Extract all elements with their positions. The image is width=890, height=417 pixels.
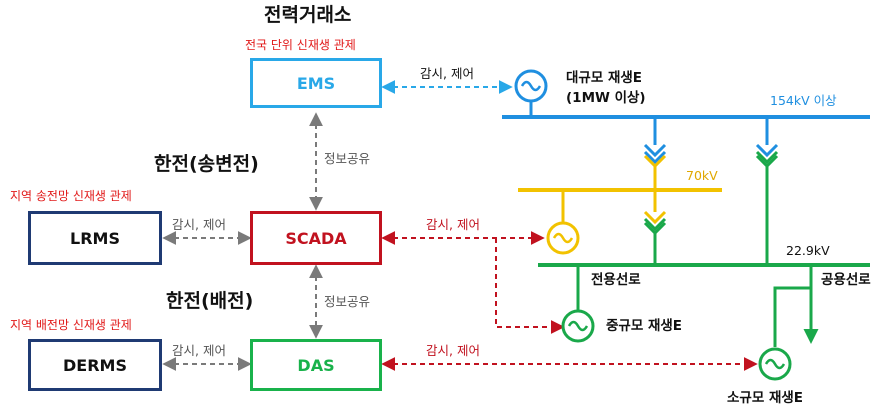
dedicated-line-label: 전용선로 (591, 272, 641, 288)
voltage-70kv-label: 70kV (686, 168, 718, 183)
ems-monitor-label: 감시, 제어 (420, 66, 474, 81)
scada-box: SCADA (250, 211, 382, 265)
large-gen-label-line2: (1MW 이상) (566, 90, 646, 106)
lrms-monitor-label: 감시, 제어 (172, 217, 226, 232)
info-share-label-bottom: 정보공유 (324, 294, 371, 309)
small-gen-icon (758, 347, 792, 381)
scada-monitor-label: 감시, 제어 (426, 217, 480, 232)
role-national: 전국 단위 신재생 관제 (245, 38, 356, 52)
transformer-154-22-top (755, 143, 779, 158)
voltage-22kv-label: 22.9kV (786, 243, 830, 258)
transformer-154-70-top (643, 143, 667, 158)
large-gen-label-line1: 대규모 재생E (566, 70, 643, 86)
mid-gen-icon (561, 309, 595, 343)
role-regional-transmission: 지역 송전망 신재생 관제 (10, 189, 132, 203)
transformer-70-22-mid (643, 217, 667, 232)
heading-kepco-transmission: 한전(송변전) (154, 153, 259, 175)
monitor-arrow-scada-mid-gen (495, 238, 565, 334)
transformer-70-22-top (643, 210, 667, 225)
voltage-154kv-label: 154kV 이상 (770, 93, 837, 108)
heading-power-exchange: 전력거래소 (264, 4, 352, 26)
das-monitor-label: 감시, 제어 (426, 343, 480, 358)
info-share-label-top: 정보공유 (324, 151, 371, 166)
shared-line-label: 공용선로 (821, 272, 871, 288)
small-gen-label: 소규모 재생E (727, 390, 804, 406)
das-box: DAS (250, 339, 382, 391)
transformer-154-22-mid (755, 150, 779, 165)
mid-gen-label: 중규모 재생E (606, 318, 683, 334)
ems-box: EMS (250, 58, 382, 108)
role-regional-distribution: 지역 배전망 신재생 관제 (10, 318, 132, 332)
derms-monitor-label: 감시, 제어 (172, 343, 226, 358)
derms-box: DERMS (28, 339, 162, 391)
large-gen-icon (514, 69, 548, 103)
lrms-box: LRMS (28, 211, 162, 265)
transformer-154-70-mid (643, 150, 667, 165)
gen-70kv-icon (546, 221, 580, 255)
heading-kepco-distribution: 한전(배전) (166, 290, 254, 312)
shared-line-branch (773, 286, 811, 347)
